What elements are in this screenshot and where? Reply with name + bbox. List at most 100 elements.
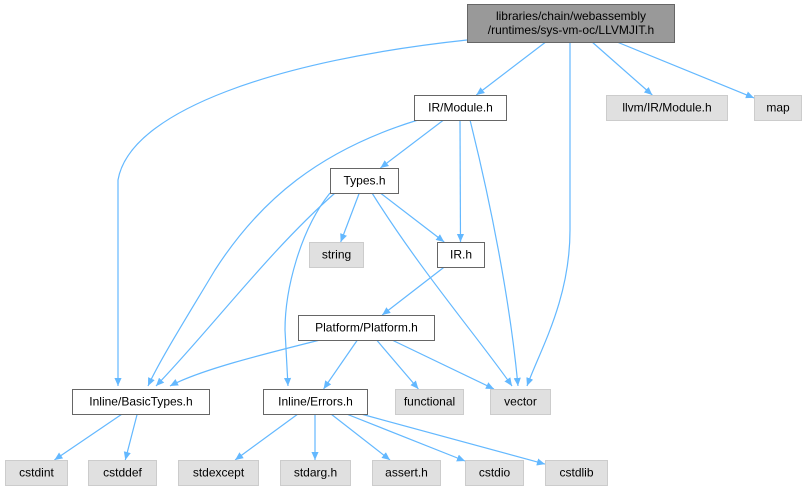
edge-platform-to-vector xyxy=(391,339,495,390)
node-box xyxy=(330,168,399,194)
node-label: map xyxy=(766,101,790,115)
edge-path xyxy=(340,192,360,243)
edge-basictypes-to-cstddef xyxy=(123,413,138,461)
edge-platform-to-basictypes xyxy=(169,339,321,387)
edge-path xyxy=(283,192,331,387)
node-box xyxy=(437,242,485,268)
edge-basictypes-to-cstdint xyxy=(54,413,123,461)
edge-llvmjit-to-vector xyxy=(526,42,571,387)
edge-path xyxy=(330,413,391,461)
edge-path xyxy=(360,413,546,466)
edge-ir-module-to-types xyxy=(380,119,444,169)
node-ir-module[interactable]: IR/Module.h xyxy=(414,95,507,121)
node-box xyxy=(280,460,351,486)
edge-path xyxy=(391,339,495,390)
node-box xyxy=(72,389,210,415)
edge-ir-module-to-vector xyxy=(469,119,521,387)
node-label: /runtimes/sys-vm-oc/LLVMJIT.h xyxy=(488,23,654,37)
node-box xyxy=(754,95,802,121)
node-label: cstdint xyxy=(19,466,54,480)
edge-path xyxy=(376,339,419,390)
node-label: vector xyxy=(504,395,537,409)
node-cstdint: cstdint xyxy=(5,460,68,486)
nodes-layer: libraries/chain/webassembly/runtimes/sys… xyxy=(5,4,802,486)
edge-types-to-vector xyxy=(371,192,513,387)
node-box xyxy=(372,460,441,486)
node-cstdlib: cstdlib xyxy=(545,460,608,486)
edge-errors-to-cstdio xyxy=(346,413,466,462)
node-label: stdarg.h xyxy=(294,466,337,480)
edge-llvmjit-to-llvm-ir-module xyxy=(591,41,653,96)
edge-path xyxy=(456,119,465,243)
edge-path xyxy=(54,413,123,461)
edge-path xyxy=(323,339,358,390)
edge-llvmjit-to-basictypes xyxy=(114,39,468,386)
node-llvmjit[interactable]: libraries/chain/webassembly/runtimes/sys… xyxy=(467,4,675,43)
edge-llvmjit-to-ir-module xyxy=(475,41,547,96)
node-ir[interactable]: IR.h xyxy=(437,242,485,268)
node-label: Inline/BasicTypes.h xyxy=(89,395,192,409)
edge-path xyxy=(526,42,571,387)
edge-path xyxy=(475,41,547,96)
edge-path xyxy=(371,192,513,387)
edge-platform-to-errors xyxy=(323,339,358,390)
edge-path xyxy=(114,39,468,386)
edge-platform-to-functional xyxy=(376,339,419,390)
node-label: IR.h xyxy=(450,248,472,262)
node-box xyxy=(467,4,675,43)
node-functional: functional xyxy=(395,389,464,415)
node-label: assert.h xyxy=(385,466,428,480)
edge-path xyxy=(346,413,466,462)
edge-path xyxy=(380,119,444,169)
node-label: string xyxy=(322,248,351,262)
edge-errors-to-assert xyxy=(330,413,391,461)
node-basictypes[interactable]: Inline/BasicTypes.h xyxy=(72,389,210,415)
node-vector: vector xyxy=(490,389,551,415)
node-stdarg: stdarg.h xyxy=(280,460,351,486)
node-box xyxy=(606,95,728,121)
edge-ir-module-to-ir xyxy=(456,119,465,243)
node-stdexcept: stdexcept xyxy=(178,460,259,486)
edge-path xyxy=(155,192,336,387)
edge-path xyxy=(616,41,755,99)
node-label: Types.h xyxy=(343,174,385,188)
edge-path xyxy=(379,192,445,243)
node-label: cstdio xyxy=(479,466,511,480)
node-cstdio: cstdio xyxy=(465,460,524,486)
edge-types-to-ir xyxy=(379,192,445,243)
node-assert: assert.h xyxy=(372,460,441,486)
node-string: string xyxy=(309,242,364,268)
edge-path xyxy=(234,413,299,461)
node-box xyxy=(263,389,368,415)
edge-errors-to-cstdlib xyxy=(360,413,546,466)
node-types[interactable]: Types.h xyxy=(330,168,399,194)
node-box xyxy=(465,460,524,486)
edge-types-to-basictypes xyxy=(155,192,336,387)
node-box xyxy=(178,460,259,486)
node-label: libraries/chain/webassembly xyxy=(496,9,646,23)
node-label: IR/Module.h xyxy=(428,101,493,115)
node-label: cstdlib xyxy=(559,466,593,480)
node-box xyxy=(395,389,464,415)
node-box xyxy=(414,95,507,121)
edge-ir-to-platform xyxy=(381,266,445,316)
edge-errors-to-stdexcept xyxy=(234,413,299,461)
edge-path xyxy=(469,119,521,387)
edge-path xyxy=(591,41,653,96)
node-label: Platform/Platform.h xyxy=(315,321,418,335)
node-box xyxy=(298,315,435,341)
edge-types-to-errors xyxy=(283,192,331,387)
node-box xyxy=(490,389,551,415)
node-label: functional xyxy=(404,395,455,409)
node-box xyxy=(309,242,364,268)
edge-ir-module-to-basictypes xyxy=(147,119,419,387)
node-box xyxy=(5,460,68,486)
edge-path xyxy=(123,413,138,461)
node-cstddef: cstddef xyxy=(88,460,157,486)
node-platform[interactable]: Platform/Platform.h xyxy=(298,315,435,341)
edge-path xyxy=(147,119,419,387)
node-map: map xyxy=(754,95,802,121)
node-errors[interactable]: Inline/Errors.h xyxy=(263,389,368,415)
